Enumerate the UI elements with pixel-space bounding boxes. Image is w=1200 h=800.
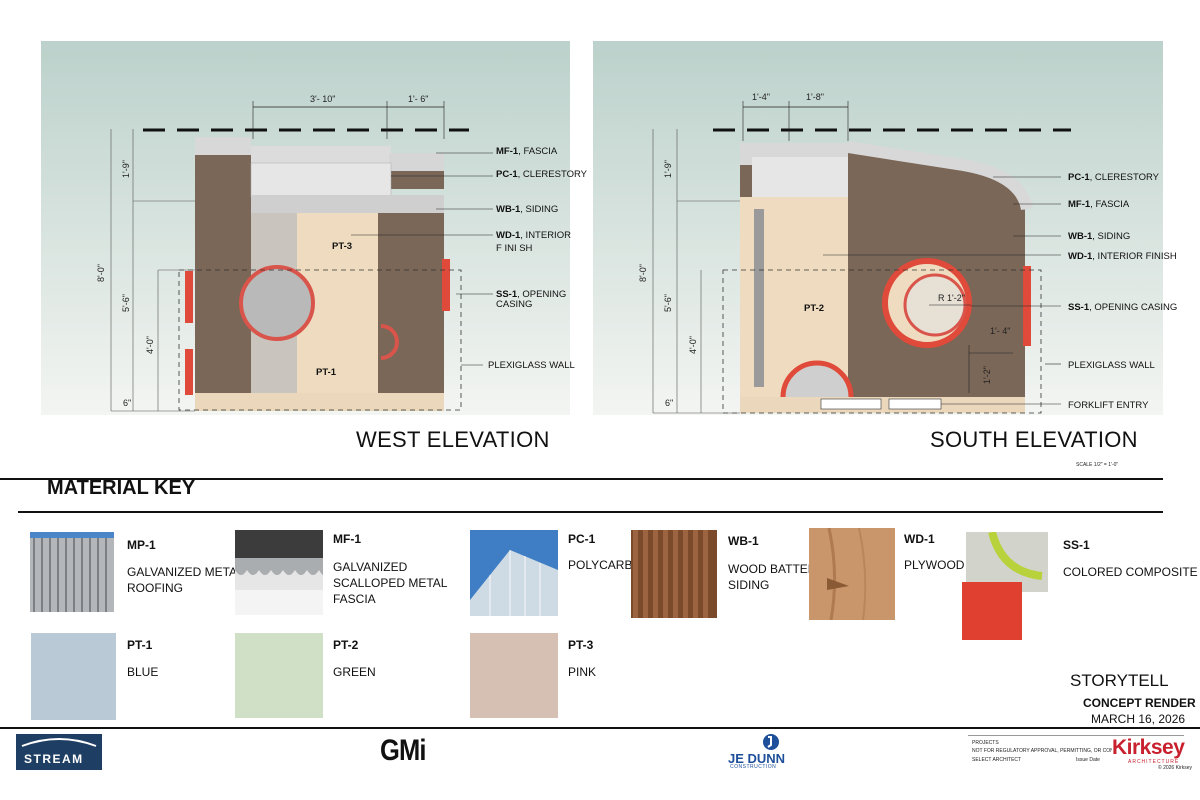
west-elevation-drawing xyxy=(41,41,570,415)
titleblock-issue: Issue Date xyxy=(1076,757,1100,763)
swatch-ss1 xyxy=(962,532,1048,640)
west-dim-top-1: 3'- 10" xyxy=(310,94,336,104)
stream-logo: STREAM xyxy=(16,734,102,770)
west-elevation-panel xyxy=(41,41,570,415)
south-elevation-title: SOUTH ELEVATION xyxy=(930,427,1138,452)
name-ss1: COLORED COMPOSITE xyxy=(1063,565,1198,579)
kirksey-sub: ARCHITECTURE xyxy=(1128,759,1180,765)
code-pc1: PC-1 xyxy=(568,532,596,546)
stream-wave-icon xyxy=(21,738,97,747)
rule-bottom xyxy=(18,511,1163,513)
name-mp1: GALVANIZED METAL ROOFING xyxy=(127,565,244,595)
south-label-pc1: PC-1, CLERESTORY xyxy=(1068,172,1159,183)
south-dim-inner-2: 1'-2" xyxy=(982,366,992,384)
south-inner-label-pt2: PT-2 xyxy=(804,303,825,314)
south-elevation-drawing xyxy=(593,41,1163,415)
code-mf1: MF-1 xyxy=(333,532,361,546)
swatch-pt1 xyxy=(31,633,116,720)
west-dim-6in: 6" xyxy=(123,398,132,408)
west-inner-label-pt3: PT-3 xyxy=(332,241,353,252)
jedunn-logo-text: JE DUNN xyxy=(728,751,786,766)
name-mf1: GALVANIZED SCALLOPED METAL FASCIA xyxy=(333,560,448,606)
material-key-title: MATERIAL KEY xyxy=(47,477,196,499)
west-dim-4-0: 4'-0" xyxy=(145,336,155,354)
name-pt2: GREEN xyxy=(333,665,376,679)
titleblock-select: SELECT ARCHITECT xyxy=(972,757,1022,763)
south-dim-4-0: 4'-0" xyxy=(688,336,698,354)
code-ss1: SS-1 xyxy=(1063,538,1090,552)
south-dim-5-6: 5'-6" xyxy=(663,294,673,312)
south-label-mf1: MF-1, FASCIA xyxy=(1068,199,1130,210)
west-label-mf1: MF-1, FASCIA xyxy=(496,146,558,157)
swatch-pt2 xyxy=(235,633,323,718)
code-wb1: WB-1 xyxy=(728,534,759,548)
west-label-wd1: WD-1, INTERIOR xyxy=(496,230,571,241)
jedunn-logo: JE DUNN CONSTRUCTION xyxy=(728,733,808,771)
code-pt3: PT-3 xyxy=(568,638,594,652)
name-pc1: POLYCARB xyxy=(568,558,633,572)
south-dim-top-1: 1'-4" xyxy=(752,92,770,102)
west-dim-8ft: 8'-0" xyxy=(96,264,106,282)
west-dim-top-2: 1'- 6" xyxy=(408,94,429,104)
gmi-logo: GMi xyxy=(380,734,426,767)
name-wd1: PLYWOOD xyxy=(904,558,965,572)
south-label-forklift: FORKLIFT ENTRY xyxy=(1068,400,1149,411)
code-wd1: WD-1 xyxy=(904,532,935,546)
west-label-pc1: PC-1, CLERESTORY xyxy=(496,169,587,180)
south-dim-6in: 6" xyxy=(665,398,674,408)
name-wb1: WOOD BATTEN SIDING xyxy=(728,562,817,592)
swatch-pc1 xyxy=(470,530,558,616)
swatch-mf1 xyxy=(235,530,323,615)
south-label-wb1: WB-1, SIDING xyxy=(1068,231,1131,242)
titleblock-projects: PROJECTS xyxy=(972,740,999,746)
west-label-ss1-line2: CASING xyxy=(496,299,533,310)
name-pt1: BLUE xyxy=(127,665,159,679)
jedunn-mark-icon xyxy=(763,734,779,750)
project-date: MARCH 16, 2026 xyxy=(1091,712,1186,726)
swatch-wd1 xyxy=(809,528,895,620)
titleblock-disclaimer: NOT FOR REGULATORY APPROVAL, PERMITTING,… xyxy=(972,748,1112,754)
stream-logo-text: STREAM xyxy=(24,752,84,766)
copyright: © 2026 Kirksey xyxy=(1158,765,1192,771)
west-dim-5-6: 5'-6" xyxy=(121,294,131,312)
swatch-mp1 xyxy=(30,532,114,612)
south-dim-top-2: 1'-8" xyxy=(806,92,824,102)
jedunn-logo-sub: CONSTRUCTION xyxy=(730,764,777,770)
project-phase: CONCEPT RENDER xyxy=(1083,696,1196,710)
south-dim-inner-1: 1'- 4" xyxy=(990,326,1011,336)
south-radius-label: R 1'-2" xyxy=(938,293,965,303)
south-dim-8ft: 8'-0" xyxy=(638,264,648,282)
kirksey-logo: Kirksey xyxy=(1112,736,1185,759)
west-label-plexiglass: PLEXIGLASS WALL xyxy=(488,360,575,371)
code-mp1: MP-1 xyxy=(127,538,156,552)
west-label-ss1: SS-1, OPENING xyxy=(496,289,567,300)
south-label-plexiglass: PLEXIGLASS WALL xyxy=(1068,360,1155,371)
swatch-pt3 xyxy=(470,633,558,718)
code-pt2: PT-2 xyxy=(333,638,359,652)
titleblock: PROJECTS NOT FOR REGULATORY APPROVAL, PE… xyxy=(968,735,1184,772)
scale-note: SCALE 1/2" = 1'-0" xyxy=(1076,462,1119,468)
project-name: STORYTELL xyxy=(1070,671,1169,690)
west-label-wd1-line2: F INI SH xyxy=(496,243,533,254)
name-pt3: PINK xyxy=(568,665,597,679)
south-label-ss1: SS-1, OPENING CASING xyxy=(1068,302,1178,313)
rule-top xyxy=(0,478,1163,480)
west-elevation-title: WEST ELEVATION xyxy=(356,427,550,452)
swatch-wb1 xyxy=(631,530,717,618)
west-inner-label-pt1: PT-1 xyxy=(316,367,337,378)
south-dim-1-9: 1'-9" xyxy=(663,160,673,178)
code-pt1: PT-1 xyxy=(127,638,153,652)
south-elevation-panel xyxy=(593,41,1163,415)
west-dim-1-9: 1'-9" xyxy=(121,160,131,178)
footer-rule xyxy=(0,727,1200,729)
west-label-wb1: WB-1, SIDING xyxy=(496,204,559,215)
south-label-wd1: WD-1, INTERIOR FINISH xyxy=(1068,251,1177,262)
